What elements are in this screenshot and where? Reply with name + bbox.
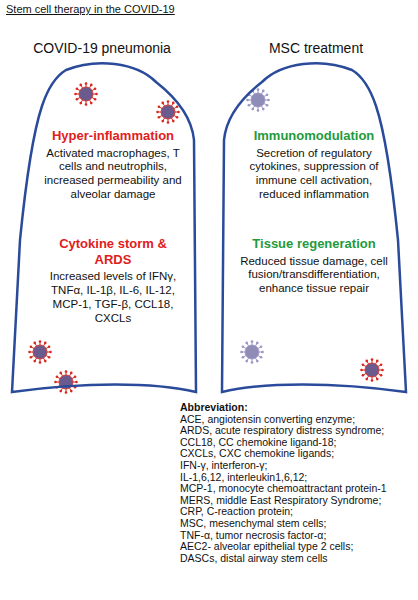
abbreviation-entry: ARDS, acute respiratory distress syndrom…: [180, 425, 414, 437]
section-heading: Cytokine storm & ARDS: [40, 236, 186, 267]
lung-shape: [218, 40, 414, 400]
section-body: Increased levels of IFNγ, TNFα, IL-1β, I…: [40, 270, 186, 325]
virus-icon: [156, 100, 180, 124]
abbreviation-entry: TNF-α, tumor necrosis factor-α;: [180, 530, 414, 542]
virus-icon: [360, 358, 384, 382]
panel-heading: COVID-19 pneumonia: [4, 40, 200, 56]
section-heading: Hyper-inflammation: [40, 128, 186, 144]
abbreviation-entry: IL-1,6,12, interleukin1,6,12;: [180, 472, 414, 484]
abbreviation-heading: Abbreviation:: [180, 402, 414, 414]
abbreviation-entry: CXCLs, CXC chemokine ligands;: [180, 448, 414, 460]
section-heading: Immunomodulation: [240, 128, 388, 144]
virus-icon: [28, 340, 52, 364]
lung-outline: MSC treatmentImmunomodulationSecretion o…: [218, 40, 414, 400]
lung-shape: [4, 40, 200, 400]
abbreviation-entry: DASCs, distal airway stem cells: [180, 553, 414, 565]
section-heading: Tissue regeneration: [240, 236, 388, 252]
virus-icon: [54, 370, 78, 394]
abbreviation-entry: AEC2- alveolar epithelial type 2 cells;: [180, 541, 414, 553]
section-body: Activated macrophages, T cells and neutr…: [40, 147, 186, 202]
panel-heading: MSC treatment: [218, 40, 414, 56]
abbreviation-entry: MERS, middle East Respiratory Syndrome;: [180, 495, 414, 507]
abbreviation-entry: ACE, angiotensin converting enzyme;: [180, 414, 414, 426]
section-body: Secretion of regulatory cytokines, suppr…: [240, 147, 388, 202]
abbreviation-entry: MCP-1, monocyte chemoattractant protein-…: [180, 483, 414, 495]
abbreviation-entry: CRP, C-reaction protein;: [180, 506, 414, 518]
abbreviation-entry: CCL18, CC chemokine ligand-18;: [180, 437, 414, 449]
lung-outline: COVID-19 pneumoniaHyper-inflammationActi…: [4, 40, 200, 400]
diagram-title: Stem cell therapy in the COVID-19: [6, 3, 175, 15]
abbreviation-entry: IFN-γ, interferon-γ;: [180, 460, 414, 472]
abbreviation-entry: MSC, mesenchymal stem cells;: [180, 518, 414, 530]
section-body: Reduced tissue damage, cell fusion/trans…: [240, 255, 388, 296]
virus-icon: [74, 82, 98, 106]
virus-icon: [240, 340, 264, 364]
